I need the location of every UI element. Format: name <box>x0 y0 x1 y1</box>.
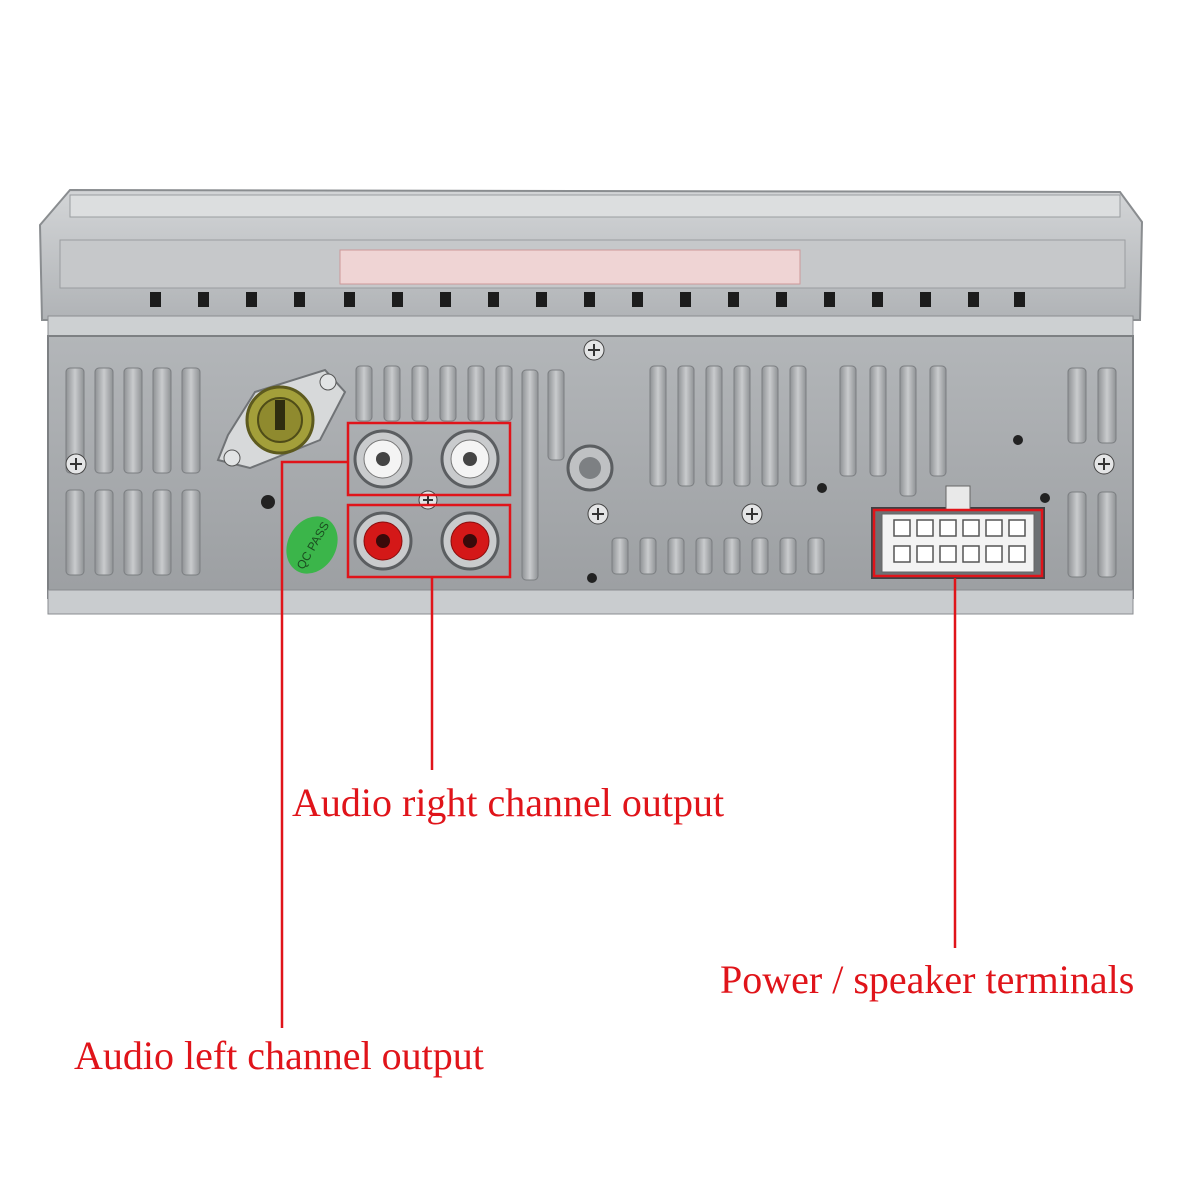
rca-jacks <box>353 429 500 571</box>
annotations <box>280 421 1044 1028</box>
rca-jack-icon <box>440 429 500 489</box>
antenna-socket-icon <box>216 368 347 470</box>
screw-icon <box>1093 453 1115 475</box>
screws <box>65 339 1115 583</box>
chassis-bottom-lip <box>47 589 1134 615</box>
wiring-harness-connector-icon <box>871 485 1045 579</box>
vent-slots <box>150 292 1025 307</box>
rca-jack-icon <box>353 429 413 489</box>
power-connector-highlight-box <box>872 508 1044 578</box>
panel-hole <box>1040 493 1050 503</box>
rear-panel: QC PASS <box>47 335 1134 615</box>
panel-hole <box>1013 435 1023 445</box>
screw-icon <box>587 503 609 525</box>
panel-hole <box>587 573 597 583</box>
rca-jack-icon <box>440 511 500 571</box>
warning-sticker <box>339 249 801 285</box>
left-channel-highlight-box <box>346 421 512 497</box>
right-channel-highlight-box <box>346 503 512 579</box>
chassis-lid-strip <box>69 194 1121 218</box>
screw-icon <box>418 490 438 510</box>
screw-icon <box>583 339 605 361</box>
audio-left-channel-label: Audio left channel output <box>74 1033 484 1078</box>
chassis <box>38 188 1144 339</box>
audio-right-channel-label: Audio right channel output <box>292 780 725 825</box>
panel-hole <box>817 483 827 493</box>
screw-icon <box>741 503 763 525</box>
screw-icon <box>65 453 87 475</box>
heat-sink-fins <box>65 365 1117 581</box>
chassis-edge-band <box>47 315 1134 339</box>
panel-hole <box>261 495 275 509</box>
qc-pass-stamp: QC PASS <box>286 516 338 574</box>
rca-jack-icon <box>353 511 413 571</box>
left-channel-leader-line <box>280 460 348 1028</box>
round-port <box>566 444 614 492</box>
power-speaker-terminals-label: Power / speaker terminals <box>720 957 1135 1002</box>
